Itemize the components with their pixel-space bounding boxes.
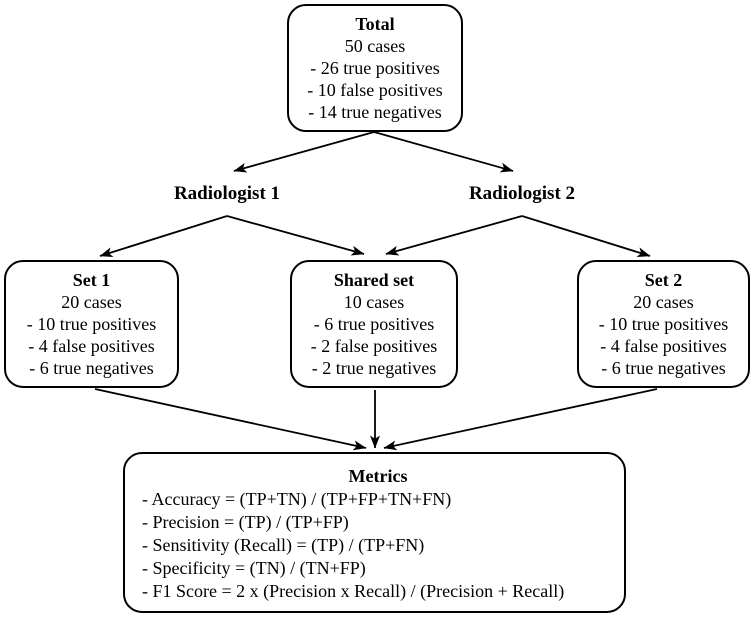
shared-set-node: Shared set 10 cases - 6 true positives -… [290,260,458,388]
shared-set-node-line: - 6 true positives [313,314,435,334]
set2-node-line: - 6 true negatives [601,358,726,378]
set2-node-line: - 4 false positives [600,336,727,356]
arrow-radiologist1-to-shared [226,215,365,256]
set1-node: Set 1 20 cases - 10 true positives - 4 f… [4,260,179,388]
set2-node-line: 20 cases [633,292,694,312]
metrics-formula-precision: - Precision = (TP) / (TP+FP) [142,512,349,532]
set2-node-line: - 10 true positives [598,314,729,334]
set2-node-title: Set 2 [644,270,683,290]
total-node-line: - 10 false positives [307,80,443,100]
set1-node-line: - 10 true positives [26,314,157,334]
arrow-set2-to-metrics [383,388,658,451]
set1-node-line: - 6 true negatives [29,358,154,378]
set1-node-line: 20 cases [61,292,122,312]
arrow-radiologist1-to-set1 [99,215,228,258]
metrics-formula-f1: - F1 Score = 2 x (Precision x Recall) / … [142,581,565,601]
arrow-total-to-radiologist1 [233,131,375,173]
arrow-total-to-radiologist2 [373,131,514,173]
set2-node: Set 2 20 cases - 10 true positives - 4 f… [577,260,750,388]
metrics-formula-sensitivity: - Sensitivity (Recall) = (TP) / (TP+FN) [142,535,425,555]
total-node-line: - 14 true negatives [308,102,442,122]
arrow-set1-to-metrics [94,388,367,451]
total-node-title: Total [355,14,395,34]
arrow-radiologist2-to-set2 [521,215,651,258]
metrics-formula-specificity: - Specificity = (TN) / (TN+FP) [142,558,366,578]
radiologist1-label: Radiologist 1 [173,183,281,204]
arrow-radiologist2-to-shared [385,215,523,256]
total-node: Total 50 cases - 26 true positives - 10 … [287,4,463,132]
metrics-formula-accuracy: - Accuracy = (TP+TN) / (TP+FP+TN+FN) [142,489,452,509]
total-node-line: - 26 true positives [310,58,440,78]
shared-set-node-line: - 2 true negatives [311,358,437,378]
shared-set-node-line: 10 cases [343,292,405,312]
set1-node-title: Set 1 [72,270,111,290]
radiologist2-label: Radiologist 2 [468,183,576,204]
set1-node-line: - 4 false positives [28,336,155,356]
total-node-line: 50 cases [344,36,406,56]
shared-set-node-line: - 2 false positives [310,336,438,356]
metrics-node: Metrics - Accuracy = (TP+TN) / (TP+FP+TN… [123,452,626,613]
metrics-node-title: Metrics [348,466,408,486]
shared-set-node-title: Shared set [333,270,415,290]
